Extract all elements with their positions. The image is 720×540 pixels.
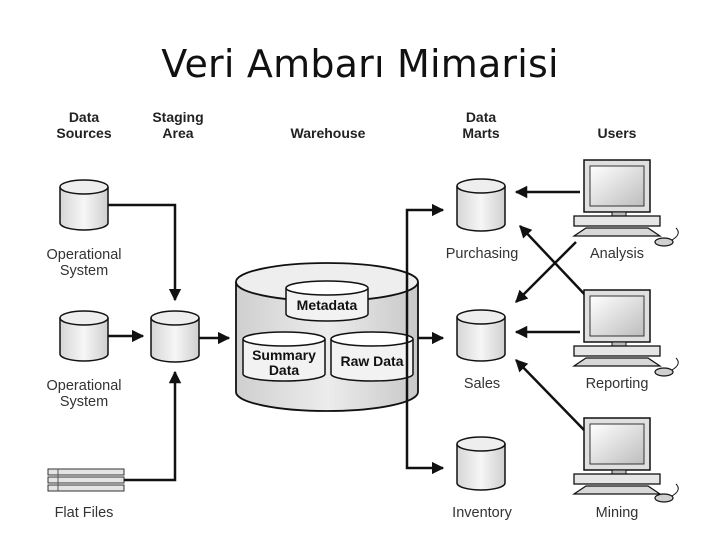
operational-system-1-label-line2: System [60,263,108,279]
header-data-sources: Data Sources [56,109,111,141]
source-operational-system-1: Operational System [47,179,122,279]
header-staging-area: Staging Area [152,109,203,141]
analysis-label: Analysis [590,246,644,262]
header-data-sources-line2: Sources [56,125,111,141]
arrow-warehouse-to-inventory [405,338,445,475]
summary-data-label-line2: Data [269,362,300,378]
source-to-staging-arrows [108,203,231,482]
database-icon [456,309,506,362]
user-mining-workstation: Mining [572,417,679,521]
computer-icon [572,417,679,503]
metadata-label: Metadata [297,297,358,313]
computer-icon [572,289,679,377]
data-mart-inventory: Inventory [452,436,513,521]
user-reporting-workstation: Reporting [572,289,679,392]
arrow-warehouse-to-purchasing [405,203,445,338]
header-staging-line1: Staging [152,109,203,125]
header-data-marts-line1: Data [466,109,497,125]
database-icon [456,436,506,491]
raw-data-store: Raw Data [330,331,414,382]
data-mart-purchasing: Purchasing [446,178,519,262]
arrow-operational-1-to-staging [108,203,182,302]
header-data-sources-line1: Data [69,109,100,125]
metadata-store: Metadata [285,280,369,322]
warehouse-database: Metadata Summary Data Raw Data [235,262,419,412]
slide-title: Veri Ambarı Mimarisi [161,42,559,86]
computer-icon [572,159,679,247]
arrow-reporting-to-purchasing [519,225,589,299]
header-warehouse: Warehouse [291,125,366,141]
header-data-marts: Data Marts [462,109,500,141]
summary-data-label-line1: Summary [252,347,316,363]
database-icon [59,179,109,231]
operational-system-2-label-line2: System [60,394,108,410]
summary-data-store: Summary Data [242,331,326,382]
staging-area-database [150,310,200,363]
header-users: Users [598,125,637,141]
inventory-label: Inventory [452,505,512,521]
operational-system-1-label-line1: Operational [47,247,122,263]
sales-label: Sales [464,376,500,392]
flat-files-icon [47,468,125,492]
database-icon [150,310,200,363]
header-staging-line2: Area [162,125,193,141]
arrow-mining-to-sales [515,359,587,433]
source-flat-files: Flat Files [47,468,125,521]
users-to-marts-arrows [514,185,589,433]
source-operational-system-2: Operational System [47,310,122,410]
reporting-label: Reporting [586,376,649,392]
database-icon [456,178,506,232]
database-icon [59,310,109,362]
arrow-flat-files-to-staging [124,370,182,482]
raw-data-label: Raw Data [340,353,403,369]
warehouse-to-marts-arrows [405,203,445,475]
purchasing-label: Purchasing [446,246,519,262]
data-mart-sales: Sales [456,309,506,392]
mining-label: Mining [596,505,639,521]
arrow-analysis-to-sales [515,241,577,303]
user-analysis-workstation: Analysis [572,159,679,262]
header-data-marts-line2: Marts [462,125,500,141]
flat-files-label: Flat Files [55,505,114,521]
operational-system-2-label-line1: Operational [47,378,122,394]
